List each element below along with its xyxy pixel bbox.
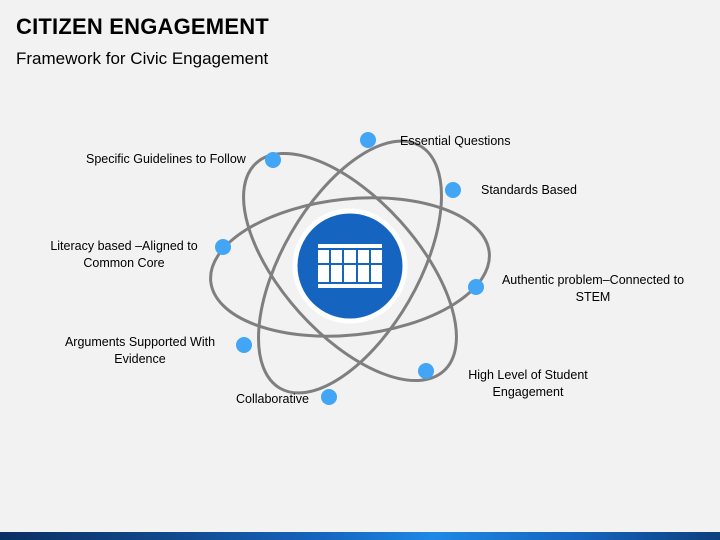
label-high-level-line1: High Level of Student — [468, 368, 588, 382]
node-arguments-supported — [236, 337, 252, 353]
node-specific-guidelines — [265, 152, 281, 168]
label-high-level-line2: Engagement — [492, 385, 564, 399]
label-collaborative: Collaborative — [236, 392, 309, 406]
label-authentic-problem: Authentic problem–Connected to STEM — [495, 272, 691, 306]
label-essential-questions: Essential Questions — [400, 134, 511, 148]
page-title: CITIZEN ENGAGEMENT — [16, 14, 269, 39]
bottom-accent-bar — [0, 532, 720, 540]
label-literacy-based: Literacy based –Aligned to Common Core — [47, 238, 201, 272]
page-subtitle: Framework for Civic Engagement — [16, 49, 269, 68]
node-high-level — [418, 363, 434, 379]
label-specific-guidelines: Specific Guidelines to Follow — [86, 152, 246, 166]
orbit-diagonal-b — [242, 151, 458, 383]
orbit-diagonal-a — [257, 139, 443, 395]
label-literacy-line2: Common Core — [83, 256, 165, 270]
label-arguments-line1: Arguments Supported With — [64, 335, 216, 349]
node-collaborative — [321, 389, 337, 405]
orbit-horizontal — [209, 196, 491, 338]
node-literacy-based — [215, 239, 231, 255]
node-essential-questions — [360, 132, 376, 148]
label-literacy-line1: Literacy based –Aligned to — [50, 239, 198, 253]
label-standards-based: Standards Based — [481, 183, 577, 197]
node-authentic-problem — [468, 279, 484, 295]
building-columns-icon — [318, 244, 382, 288]
label-arguments-line2: Evidence — [114, 352, 166, 366]
label-arguments-supported: Arguments Supported With Evidence — [59, 334, 221, 368]
label-authentic-line1: Authentic problem–Connected to — [501, 273, 685, 287]
label-high-level: High Level of Student Engagement — [460, 367, 596, 401]
node-standards-based — [445, 182, 461, 198]
label-authentic-line2: STEM — [575, 290, 611, 304]
